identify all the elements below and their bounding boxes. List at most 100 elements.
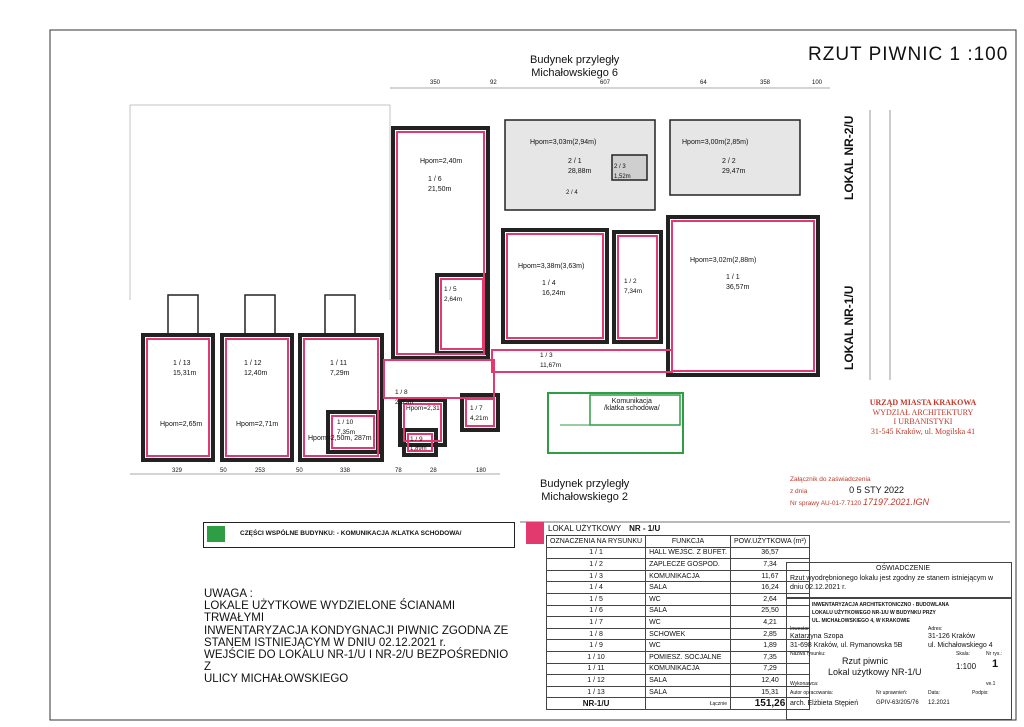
- room-1-4-area: 16,24m: [542, 290, 566, 297]
- table-cell-function: WC: [645, 592, 731, 606]
- tb-investor2: 31-698 Kraków, ul. Rymanowska 5B: [790, 642, 903, 649]
- room-1-12-area: 12,40m: [244, 370, 268, 377]
- office-stamp-line2: WYDZIAŁ ARCHITEKTURY: [872, 407, 974, 417]
- room-1-13-area: 15,31m: [173, 370, 197, 377]
- tb-investor-label: Inwestor:: [790, 626, 811, 632]
- neighbor-bottom-line1: Budynek przyległy: [540, 478, 630, 490]
- table-cell-mark: 1 / 4: [545, 581, 647, 594]
- stair-label-line1: Komunikacja: [611, 398, 652, 405]
- table-cell-function: WC: [645, 616, 731, 629]
- room-1-11-area: 7,29m: [330, 370, 350, 377]
- table-cell-area: 4,21: [729, 616, 811, 629]
- legend-unit-prefix: LOKAL UŻYTKOWY: [548, 524, 621, 533]
- table-cell-function: SALA: [645, 581, 731, 594]
- table-cell-function: HALL WEJŚC. Z BUFET.: [645, 546, 731, 560]
- note-line: WEJŚCIE DO LOKALU NR-1/U I NR-2/U BEZPOŚ…: [204, 649, 509, 674]
- stair-label: Komunikacja /klatka schodowa/: [604, 398, 660, 412]
- room-1-6-num: 1 / 6: [428, 176, 442, 183]
- room-1-2-area: 7,34m: [624, 288, 643, 295]
- table-cell-function: KOMUNIKACJA: [645, 569, 731, 583]
- office-stamp: URZĄD MIASTA KRAKOWA WYDZIAŁ ARCHITEKTUR…: [858, 398, 988, 436]
- table-total-value: 151,26: [729, 697, 811, 711]
- table-total-row: NR-1/U Łącznie 151,26: [545, 697, 811, 711]
- tb-license: GPIV-63/205/76: [876, 700, 919, 706]
- legend-common: CZĘŚCI WSPÓLNE BUDYNKU: - KOMUNIKACJA /K…: [203, 522, 515, 548]
- tb-date-label: Data:: [928, 690, 940, 696]
- table-cell-mark: 1 / 11: [545, 662, 647, 676]
- neighbor-top-line2: Michałowskiego 6: [531, 67, 619, 79]
- attachment-date: 0 5 STY 2022: [849, 485, 905, 495]
- table-cell-area: 36,57: [729, 546, 811, 560]
- room-1-9-height: Hpom=2,31: [406, 405, 440, 412]
- table-cell-area: 7,29: [729, 662, 811, 676]
- legend-unit: LOKAL UŻYTKOWY NR - 1/U: [548, 524, 781, 534]
- tb-sign-label: Podpis:: [972, 690, 989, 696]
- table-cell-area: 7,35: [729, 650, 811, 664]
- room-table: OZNACZENIA NA RYSUNKU FUNKCJA POW.UŻYTKO…: [545, 535, 811, 711]
- dimension-lines: [130, 87, 891, 475]
- note-line: LOKALE UŻYTKOWE WYDZIELONE ŚCIANAMI TRWA…: [204, 600, 456, 625]
- table-header-mark: OZNACZENIA NA RYSUNKU: [545, 535, 647, 548]
- table-cell-area: 2,85: [729, 627, 811, 641]
- dim-bottom-0: 329: [172, 468, 183, 474]
- dim-top-5: 100: [812, 80, 823, 86]
- dim-bottom-4: 338: [340, 468, 351, 474]
- sheet-frame: [49, 29, 1017, 721]
- room-1-12-num: 1 / 12: [244, 360, 262, 367]
- room-2-2-area: 29,47m: [722, 168, 746, 175]
- statement-box: [786, 562, 1012, 598]
- table-cell-area: 2,64: [729, 592, 811, 606]
- table-header-area: POW.UŻYTKOWA (m²): [729, 535, 811, 548]
- room-1-8-area: 2,85m: [395, 399, 414, 406]
- office-stamp-line4: 31-545 Kraków, ul. Mogilska 41: [870, 426, 976, 436]
- table-cell-area: 11,67: [729, 569, 811, 583]
- room-1-13-height: Hpom=2,65m: [160, 421, 203, 428]
- room-1-3-area: 11,67m: [540, 362, 562, 369]
- tb-address1: 31-126 Kraków: [928, 633, 976, 640]
- tb-scale: 1:100: [956, 662, 977, 671]
- room-1-1-height: Hpom=3,02m(2,88m): [690, 257, 757, 264]
- room-1-5-area: 2,64m: [444, 296, 463, 303]
- room-2-3-num: 2 / 3: [614, 164, 626, 170]
- neighbor-top-line1: Budynek przyległy: [530, 54, 620, 66]
- tb-author-label: Autor opracowania:: [790, 690, 834, 696]
- room-2-1-area: 28,88m: [568, 168, 592, 175]
- attachment-stamp: Załącznik do zaświadczenia z dnia 0 5 ST…: [790, 474, 929, 509]
- table-cell-mark: 1 / 7: [545, 616, 647, 629]
- room-1-13-num: 1 / 13: [173, 360, 191, 367]
- dim-bottom-1: 50: [220, 468, 227, 474]
- dim-bottom-6: 28: [430, 468, 437, 474]
- table-cell-mark: 1 / 1: [545, 546, 647, 560]
- attachment-case-no: 17197.2021.IGN: [862, 497, 930, 507]
- table-cell-mark: 1 / 10: [545, 650, 647, 664]
- room-2-1-num: 2 / 1: [568, 158, 582, 165]
- table-cell-mark: 1 / 12: [545, 674, 647, 687]
- neighbor-bottom-label: Budynek przyległy Michałowskiego 2: [540, 478, 629, 504]
- tb-made-label: Wykonawca:: [790, 681, 819, 687]
- table-cell-area: 7,34: [729, 558, 811, 571]
- office-stamp-line1: URZĄD MIASTA KRAKOWA: [869, 398, 977, 407]
- dim-bottom-5: 78: [395, 468, 402, 474]
- tb-date: 12.2021: [928, 700, 950, 706]
- room-1-10-area: 7,35m: [337, 429, 356, 436]
- note-line: STANEM ISTNIEJĄCYM W DNIU 02.12.2021 r.: [204, 636, 446, 649]
- table-cell-area: 16,24: [729, 581, 811, 594]
- unit-1-outline: [146, 131, 815, 457]
- tb-address2: ul. Michałowskiego 4: [928, 642, 993, 649]
- attachment-stamp-line1: Załącznik do zaświadczenia: [790, 476, 871, 483]
- statement-line2: dniu 02.12.2021 r.: [790, 584, 847, 591]
- table-cell-mark: 1 / 3: [545, 569, 647, 583]
- neighbor-top-label: Budynek przyległy Michałowskiego 6: [530, 54, 619, 80]
- room-1-6-area: 21,50m: [428, 186, 452, 193]
